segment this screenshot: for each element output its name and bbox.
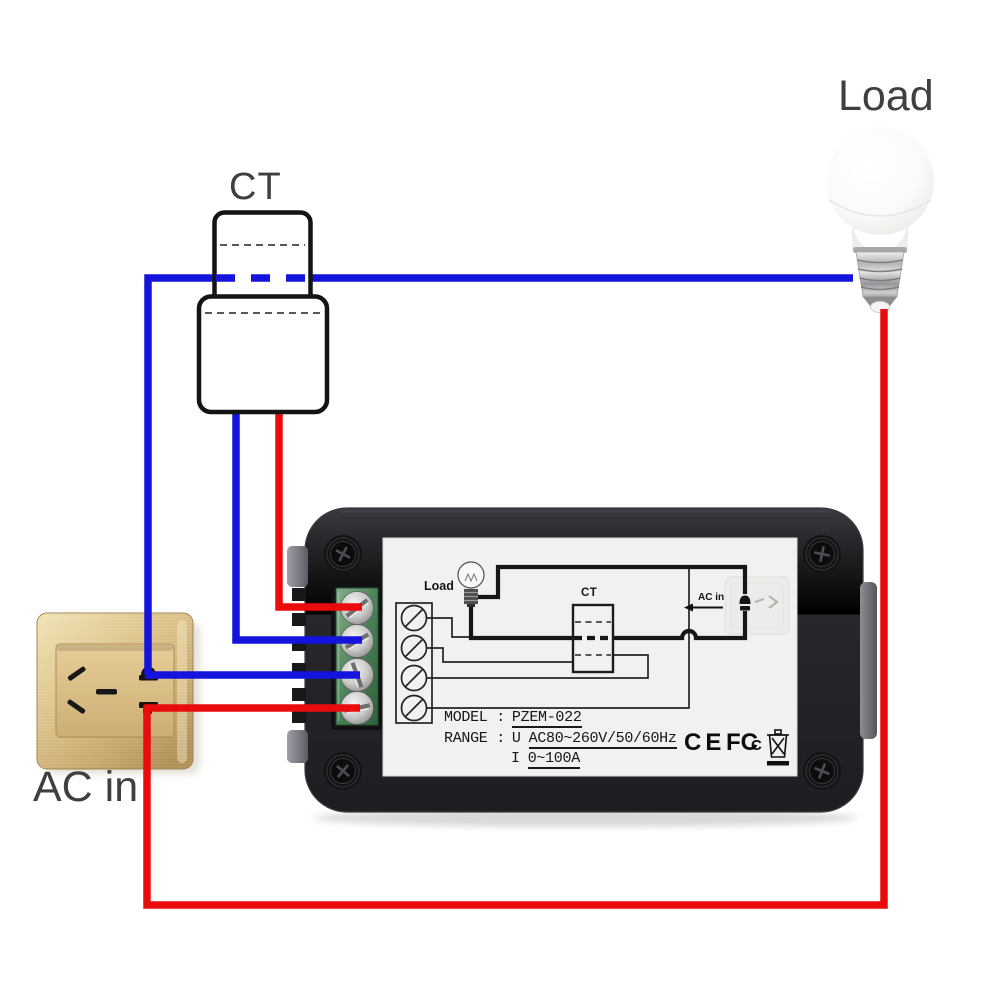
- wire-ct-to-terminal1-red: [275, 400, 362, 611]
- socket-slot-upper-left: [67, 666, 86, 681]
- range-key: RANGE :: [444, 730, 505, 747]
- wire-ct-to-terminal2-blue: [232, 400, 362, 644]
- meter-shadow: [313, 809, 857, 827]
- power-meter-module: [287, 507, 877, 813]
- ct-body: [196, 294, 330, 415]
- meter-left-tab-bottom: [287, 730, 308, 763]
- label-diagram-ac-in-text: AC in: [698, 592, 725, 603]
- wall-socket-icon: [36, 612, 194, 770]
- bulb-globe: [826, 127, 934, 235]
- printed-ct-box: [571, 603, 615, 674]
- meter-label-printed-diagram: [395, 561, 790, 766]
- meter-corner-screws: [324, 535, 841, 790]
- printed-thin-wires: [426, 567, 690, 709]
- model-key: MODEL :: [444, 709, 505, 726]
- corner-screw-icon: [324, 752, 362, 790]
- socket-inner-panel-shadow: [57, 645, 173, 651]
- ct-annotation: CT: [229, 166, 282, 208]
- bulb-base-rim: [853, 247, 907, 253]
- ac-in-annotation: AC in: [33, 763, 139, 811]
- printed-bulb-icon: [457, 561, 485, 607]
- label-diagram-ct-text: CT: [581, 587, 598, 599]
- printed-socket-pins: [739, 595, 751, 611]
- fcc-mark-icon: FCC: [726, 729, 762, 757]
- printed-thick-wires: [468, 564, 748, 641]
- model-value: PZEM-022: [511, 709, 582, 728]
- meter-left-tab-top: [287, 546, 308, 587]
- wire-socket-to-bulb-red: [143, 309, 888, 909]
- corner-screw-icon: [803, 535, 841, 573]
- ct-clamp-icon: [196, 210, 330, 415]
- voltage-range-value: AC80~260V/50/60Hz: [528, 730, 677, 749]
- corner-screw-icon: [324, 535, 362, 573]
- printed-socket-icon: [724, 576, 790, 635]
- voltage-symbol: U: [511, 730, 521, 747]
- model-row: MODEL : PZEM-022: [444, 709, 582, 728]
- fcc-mark-main: FC: [726, 729, 758, 756]
- light-bulb-icon: [826, 127, 934, 313]
- bulb-frost-seam: [828, 199, 932, 217]
- current-symbol: I: [511, 750, 520, 767]
- fcc-mark-sub: C: [751, 737, 762, 754]
- load-annotation: Load: [838, 72, 934, 120]
- red-phase-wires: [143, 309, 888, 909]
- weee-crossed-bin-icon: [767, 729, 789, 766]
- current-range-value: 0~100A: [527, 750, 580, 769]
- meter-right-tab: [860, 582, 877, 739]
- wire-socket-to-bulb-blue: [144, 274, 853, 675]
- wires: [143, 274, 888, 909]
- corner-screw-icon: [803, 752, 841, 790]
- arrow-left-icon: [684, 603, 723, 612]
- socket-slot-middle: [96, 689, 117, 695]
- current-row: I 0~100A: [511, 750, 580, 769]
- ce-mark-icon: CE: [684, 729, 726, 756]
- socket-plate-edge-highlight: [177, 620, 187, 763]
- label-diagram-load-text: Load: [424, 579, 454, 593]
- bulb-screw-threads: [856, 259, 904, 291]
- blue-neutral-wires: [144, 274, 853, 679]
- printed-terminal-block: [395, 602, 433, 724]
- ct-top-jaw: [212, 210, 313, 307]
- socket-slot-lower-left: [67, 699, 86, 714]
- range-row: RANGE : U AC80~260V/50/60Hz: [444, 730, 677, 749]
